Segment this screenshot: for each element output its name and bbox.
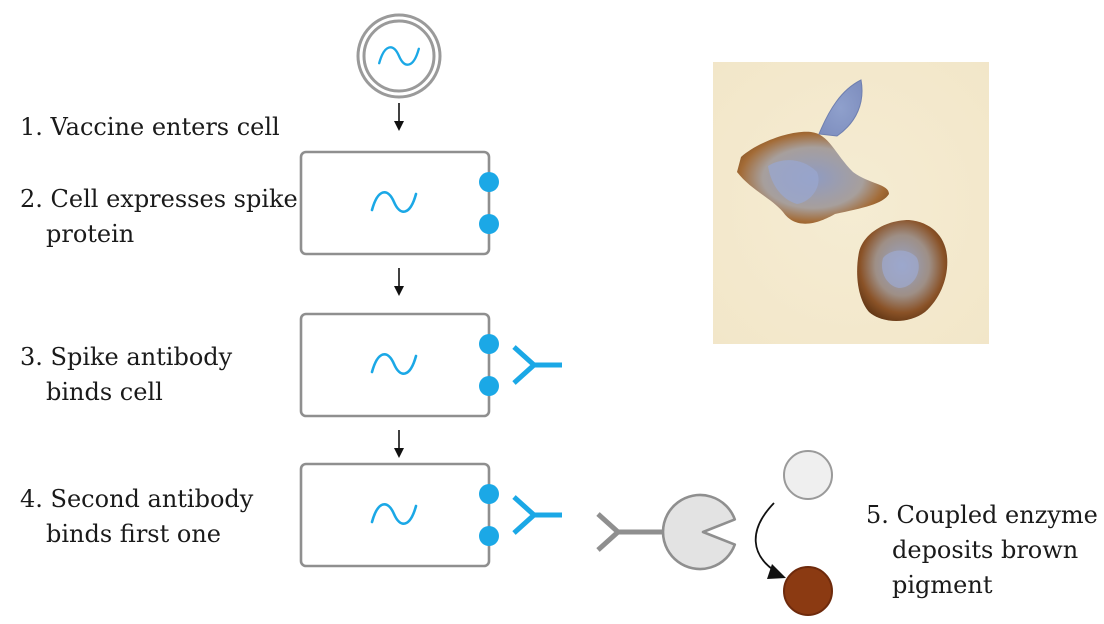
cell-step-3 [299, 312, 562, 418]
step-3-label: 3. Spike antibody binds cell [20, 340, 232, 410]
spike-protein-dot [479, 172, 499, 192]
spike-protein-dot [479, 334, 499, 354]
cell-step-4 [299, 462, 562, 568]
step-1-line-1: 1. Vaccine enters cell [20, 113, 280, 141]
stained-cells-micrograph [713, 62, 989, 344]
step-5-line-2: deposits brown [892, 536, 1079, 564]
substrate-circle-icon [783, 450, 833, 500]
y-antibody-icon [514, 497, 562, 533]
spike-protein-dot [479, 484, 499, 504]
secondary-antibody-icon [596, 512, 668, 552]
step-4-label: 4. Second antibody binds first one [20, 482, 253, 552]
step-2-label: 2. Cell expresses spike protein [20, 182, 298, 252]
reaction-arrow-icon [754, 502, 786, 579]
step-5-line-3: pigment [892, 571, 993, 599]
y-antibody-icon [514, 347, 562, 383]
cell-step-2 [299, 150, 499, 256]
spike-protein-dot [479, 376, 499, 396]
pacman-enzyme-icon [661, 493, 737, 571]
spike-protein-dot [479, 214, 499, 234]
step-3-line-2: binds cell [46, 378, 163, 406]
brown-pigment-circle-icon [783, 566, 833, 616]
step-3-line-1: 3. Spike antibody [20, 343, 233, 371]
step-5-label: 5. Coupled enzyme deposits brown pigment [866, 498, 1098, 603]
step-2-line-2: protein [46, 220, 135, 248]
step-4-line-2: binds first one [46, 520, 221, 548]
spike-protein-dot [479, 526, 499, 546]
step-2-line-1: 2. Cell expresses spike [20, 185, 298, 213]
step-4-line-1: 4. Second antibody [20, 485, 254, 513]
step-5-line-1: 5. Coupled enzyme [866, 501, 1098, 529]
step-1-label: 1. Vaccine enters cell [20, 110, 280, 145]
vaccine-particle-icon [356, 13, 442, 99]
